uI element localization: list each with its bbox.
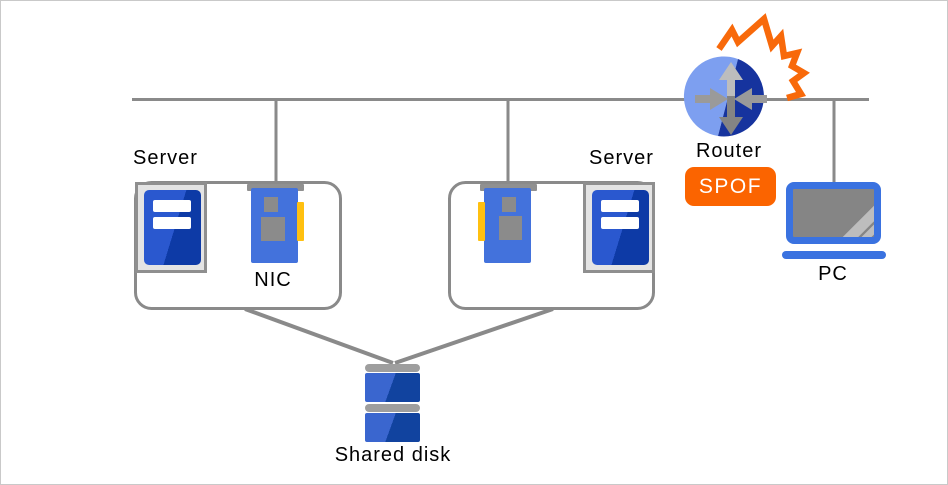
shared-disk-label: Shared disk (334, 444, 452, 466)
router-arrow-left-inward (695, 88, 728, 110)
nic-chip-large (499, 216, 522, 240)
link-left-server-disk (244, 307, 394, 365)
server-tower-icon-left (135, 182, 207, 273)
nic-edge-tab (478, 202, 485, 241)
router-icon (683, 56, 767, 137)
server-slot-bar (153, 200, 191, 212)
server-tower-body (144, 190, 201, 265)
disk-platter (365, 413, 420, 442)
spof-badge-text: SPOF (698, 174, 763, 198)
nic-chip-small (264, 197, 278, 212)
disk-platter-cap (365, 364, 420, 372)
nic-bracket (480, 184, 537, 191)
nic-card-icon-left (247, 184, 307, 264)
server-left-label: Server (133, 147, 198, 169)
failure-burst-icon (716, 13, 810, 102)
spof-status-badge: SPOF (685, 167, 776, 206)
server-slot-bar (601, 200, 639, 212)
server-tower-body (592, 190, 649, 265)
server-right-label: Server (589, 147, 654, 169)
server-tower-icon-right (583, 182, 655, 273)
laptop-base (782, 251, 886, 259)
nic-chip-large (261, 217, 285, 241)
nic-card-icon-right (478, 184, 538, 264)
router-label: Router (695, 140, 763, 162)
nic-label: NIC (254, 269, 292, 291)
disk-platter-cap (365, 404, 420, 412)
nic-bracket (247, 184, 304, 191)
pc-laptop-icon (782, 182, 886, 259)
server-slot-bar (601, 217, 639, 229)
laptop-screen (786, 182, 881, 244)
pc-label: PC (818, 263, 848, 285)
link-right-server-disk (394, 307, 554, 365)
router-arrow-up (719, 62, 743, 101)
nic-edge-tab (297, 202, 304, 241)
shared-disk-icon (365, 364, 420, 442)
router-arrow-down (719, 96, 743, 135)
server-slot-bar (153, 217, 191, 229)
nic-chip-small (502, 197, 516, 212)
disk-platter (365, 373, 420, 402)
router-arrow-right-inward (734, 88, 767, 110)
